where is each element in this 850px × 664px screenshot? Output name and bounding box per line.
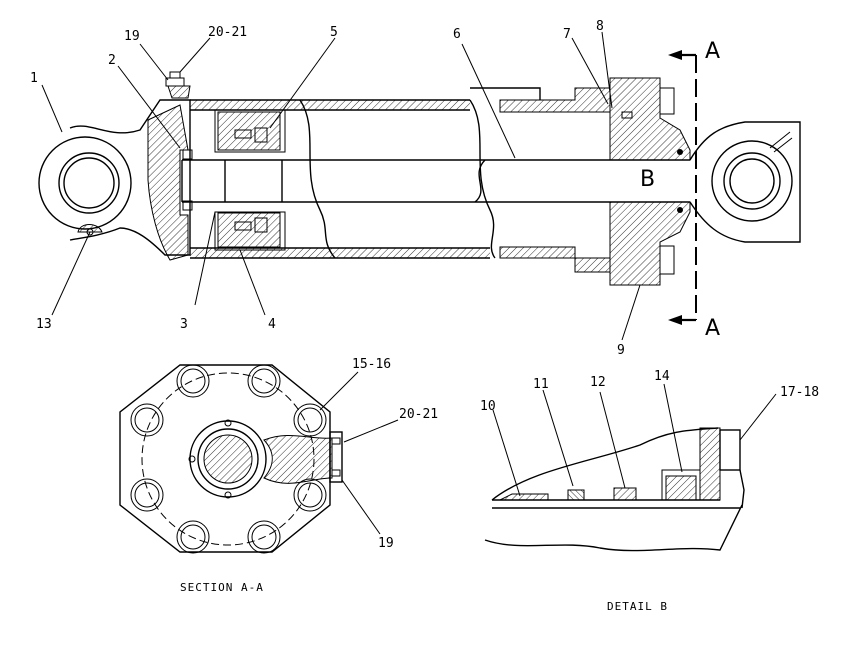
callout-11: 11 bbox=[533, 377, 549, 392]
callout-10: 10 bbox=[480, 399, 496, 414]
main-view bbox=[38, 50, 801, 325]
callout-20-21-main: 20-21 bbox=[208, 25, 247, 40]
callout-1: 1 bbox=[30, 71, 38, 86]
callout-20-21-section: 20-21 bbox=[399, 407, 438, 422]
callout-8: 8 bbox=[596, 19, 604, 34]
section-a-a-view bbox=[119, 364, 343, 554]
callout-14: 14 bbox=[654, 369, 670, 384]
piston-rod bbox=[181, 159, 690, 203]
callout-5: 5 bbox=[330, 25, 338, 40]
bolt-circle bbox=[130, 364, 327, 554]
detail-b-caption: DETAIL B bbox=[607, 600, 668, 613]
rod-gland bbox=[609, 77, 691, 286]
callout-labels: 1 2 19 20-21 5 6 7 8 13 3 4 9 15-16 20-2… bbox=[30, 19, 819, 613]
leader-lines bbox=[41, 31, 777, 535]
callout-17-18: 17-18 bbox=[780, 385, 819, 400]
callout-3: 3 bbox=[180, 317, 188, 332]
callout-19-main: 19 bbox=[124, 29, 140, 44]
callout-7: 7 bbox=[563, 27, 571, 42]
detail-mark-b: B bbox=[640, 167, 655, 192]
callout-12: 12 bbox=[590, 375, 606, 390]
section-mark-a-bottom: A bbox=[705, 316, 720, 341]
callout-15-16: 15-16 bbox=[352, 357, 391, 372]
grease-fitting bbox=[165, 71, 191, 99]
section-line-a bbox=[668, 50, 697, 325]
section-mark-a-top: A bbox=[705, 39, 720, 64]
left-eye bbox=[38, 99, 191, 261]
section-a-a-caption: SECTION A-A bbox=[180, 581, 264, 594]
callout-6: 6 bbox=[453, 27, 461, 42]
callout-2: 2 bbox=[108, 53, 116, 68]
right-eye bbox=[689, 121, 801, 243]
callout-4: 4 bbox=[268, 317, 276, 332]
cylinder-barrel bbox=[190, 87, 611, 273]
callout-19-section: 19 bbox=[378, 536, 394, 551]
detail-b-view bbox=[484, 427, 745, 552]
piston bbox=[182, 109, 286, 251]
callout-13: 13 bbox=[36, 317, 52, 332]
callout-9: 9 bbox=[617, 343, 625, 358]
